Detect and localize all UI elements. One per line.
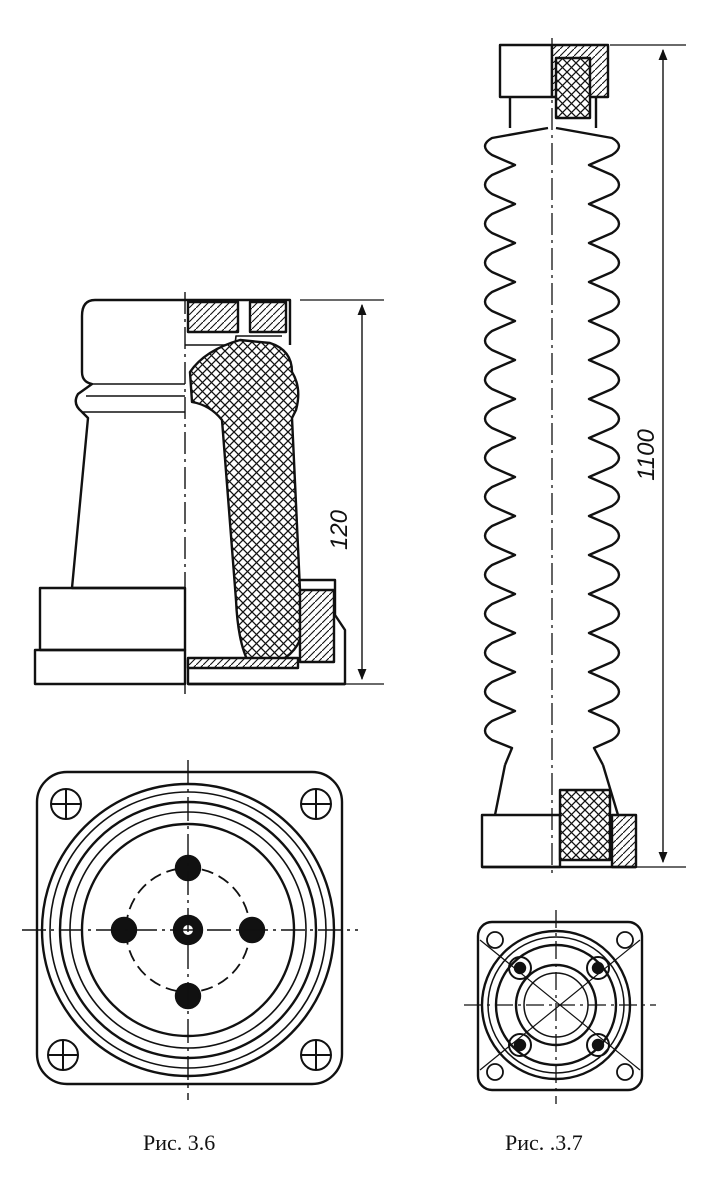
fig37-side-view bbox=[480, 43, 638, 869]
figure-caption-3-7: Рис. .3.7 bbox=[505, 1130, 583, 1155]
fig37-dimension-label: 1100 bbox=[633, 429, 660, 481]
fig36-side-view bbox=[33, 298, 347, 686]
fig37-top-view bbox=[464, 910, 656, 1104]
fig36-top-view bbox=[22, 760, 358, 1100]
fig36-dimension bbox=[300, 299, 384, 685]
figure-caption-3-6: Рис. 3.6 bbox=[143, 1130, 216, 1155]
fig36-dimension-label: 120 bbox=[326, 509, 353, 550]
fig37-dimension bbox=[610, 44, 686, 868]
